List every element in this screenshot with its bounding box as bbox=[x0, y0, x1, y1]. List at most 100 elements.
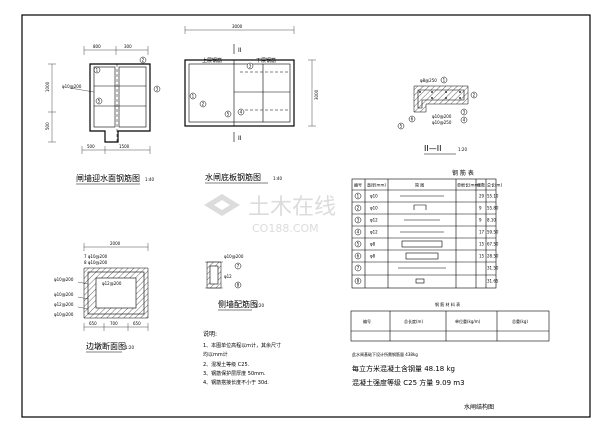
material-th-no: 编号 bbox=[363, 318, 371, 324]
rebar-row5-no: 5 bbox=[357, 242, 360, 247]
material-table-title: 钢 筋 材 料 表 bbox=[435, 301, 460, 307]
front-bubble-5: 5 bbox=[98, 99, 101, 104]
rebar-th-count: 根数 bbox=[477, 182, 485, 188]
rebar-row6-no: 6 bbox=[357, 254, 360, 259]
pier-dim-bottom-c: 650 bbox=[133, 321, 141, 326]
pier-rebar-left-4: φ10@200 bbox=[54, 312, 74, 317]
rebar-th-dia: 直径(mm) bbox=[367, 182, 386, 188]
front-bubble-2: 2 bbox=[142, 58, 145, 63]
section-bubble-2: 2 bbox=[473, 93, 476, 98]
pier-rebar-left-2: φ10@200 bbox=[54, 292, 74, 297]
wing-rebar-2: φ12 bbox=[224, 274, 232, 279]
section-view: φ8@250 φ10@200 φ10@250 1 2 3 4 5 6 II—II… bbox=[397, 76, 478, 155]
rebar-row4-no: 4 bbox=[357, 230, 360, 235]
front-title: 闸墙迎水面钢筋图 bbox=[76, 173, 140, 183]
pier-rebar-8: 8 φ10@200 bbox=[84, 260, 108, 265]
section-bubble-4: 4 bbox=[463, 118, 466, 123]
section-concrete bbox=[413, 85, 469, 113]
rebar-row6-dia: φ8 bbox=[370, 254, 376, 259]
sheet-title: 水闸结构图 bbox=[464, 403, 494, 411]
base-bubble-2: 2 bbox=[202, 102, 205, 107]
rebar-row5-dia: φ8 bbox=[370, 242, 376, 247]
rebar-row8-total: 31.65 bbox=[487, 279, 499, 284]
base-label-lower: 下层钢筋 bbox=[256, 57, 276, 64]
front-view: 800 300 1000 500 500 1500 φ10@200 1 2 3 … bbox=[45, 44, 161, 185]
pier-rebar-left-1: φ10@200 bbox=[54, 277, 74, 282]
rebar-row6-count: 15 bbox=[479, 254, 485, 259]
rebar-row4-count: 17 bbox=[479, 230, 485, 235]
section-scale: 1:20 bbox=[458, 147, 467, 152]
base-section-mark-bottom: II bbox=[238, 135, 242, 142]
rebar-row3-no: 3 bbox=[357, 218, 360, 223]
section-rebar-3: φ10@250 bbox=[432, 120, 452, 125]
base-title: 水闸底板钢筋图 bbox=[205, 172, 261, 182]
pier-rebar-left-3: φ12@200 bbox=[54, 302, 74, 307]
notes-heading: 说明: bbox=[203, 330, 217, 338]
base-outline bbox=[184, 59, 295, 127]
base-label-upper: 上层钢筋 bbox=[202, 57, 222, 64]
section-bubble-1: 1 bbox=[443, 78, 446, 83]
rebar-th-total: 总长(m) bbox=[487, 182, 502, 188]
pier-dim-top: 2000 bbox=[110, 241, 121, 246]
wing-scale: 1:20 bbox=[255, 303, 264, 308]
base-bubble-5: 5 bbox=[227, 112, 230, 117]
rebar-row2-no: 2 bbox=[357, 206, 360, 211]
pier-dim-bottom-b: 700 bbox=[110, 321, 118, 326]
material-th-unit: 单位重(kg/m) bbox=[455, 318, 481, 324]
rebar-row3-count: 9 bbox=[479, 218, 482, 223]
rebar-th-sketch: 简 图 bbox=[415, 182, 424, 188]
base-bubble-3: 3 bbox=[249, 64, 252, 69]
material-th-weight: 总重(kg) bbox=[512, 318, 528, 324]
rebar-row4-total: 59.50 bbox=[487, 230, 499, 235]
rebar-row6-total: 28.50 bbox=[487, 254, 499, 259]
summary: 此水闸基础下设计所需钢筋量 438kg 每立方米混凝土含钢量 48.18 kg … bbox=[352, 351, 494, 411]
rebar-row7-no: 7 bbox=[357, 266, 360, 271]
front-dim-side-a: 1000 bbox=[45, 81, 50, 92]
wing-bubble-8: 8 bbox=[237, 283, 240, 288]
front-scale: 1:40 bbox=[145, 177, 154, 182]
rebar-row1-no: 1 bbox=[357, 194, 360, 199]
front-rebar-left: φ10@200 bbox=[62, 84, 82, 89]
wing-rebar-1: φ10@200 bbox=[224, 254, 244, 259]
section-bubble-6: 6 bbox=[411, 117, 414, 122]
rebar-row3-total: 8.10 bbox=[487, 218, 496, 223]
watermark-brand: 土木在线 bbox=[248, 195, 336, 220]
base-view: 3000 II II 上层钢筋 下层钢筋 3000 1 2 3 4 5 水闸底板… bbox=[184, 24, 319, 184]
rebar-row7-total: 31.50 bbox=[487, 266, 499, 271]
base-dim-top: 3000 bbox=[232, 24, 243, 29]
rebar-row2-dia: φ10 bbox=[370, 206, 378, 211]
material-table: 钢 筋 材 料 表 编号 总长度(m) 单位重(kg/m) 总重(kg) bbox=[350, 301, 550, 342]
rebar-row2-count: 9 bbox=[479, 206, 482, 211]
section-bubble-5: 5 bbox=[400, 124, 403, 129]
notes-line-2: 均以mm计 bbox=[203, 351, 228, 358]
rebar-table: 钢 筋 表 编号 直径(mm) 简 图 单根长(mm) 根数 总长(m) 1 φ… bbox=[351, 169, 502, 289]
front-bubble-1: 1 bbox=[96, 68, 99, 73]
front-dim-bottom-right: 1500 bbox=[119, 144, 130, 149]
rebar-table-title: 钢 筋 表 bbox=[452, 169, 474, 177]
sheet-border bbox=[21, 14, 591, 418]
watermark-site: CO188.COM bbox=[252, 222, 319, 235]
base-section-mark-top: II bbox=[238, 47, 242, 54]
rebar-row1-dia: φ10 bbox=[370, 194, 378, 199]
base-dim-right: 3000 bbox=[314, 89, 319, 100]
material-th-len: 总长度(m) bbox=[404, 318, 423, 324]
base-scale: 1:40 bbox=[273, 176, 282, 181]
pier-rebar-inner: φ12@200 bbox=[102, 281, 122, 286]
wing-view: φ10@200 φ12 7 8 侧墙配筋图 1:20 bbox=[205, 254, 264, 311]
wing-bubble-7: 7 bbox=[237, 264, 240, 269]
rebar-row8-no: 8 bbox=[357, 279, 360, 284]
front-outline bbox=[89, 63, 151, 143]
front-bubble-3: 3 bbox=[156, 87, 159, 92]
section-title: II—II bbox=[424, 144, 441, 153]
rebar-row3-dia: φ12 bbox=[370, 218, 378, 223]
notes-line-5: 4、钢筋搭接长度不小于 30d. bbox=[203, 379, 269, 386]
summary-line-1: 此水闸基础下设计所需钢筋量 438kg bbox=[352, 351, 418, 357]
pier-scale: 1:20 bbox=[125, 345, 134, 350]
pier-dim-bottom-a: 650 bbox=[89, 321, 97, 326]
base-bubble-1: 1 bbox=[192, 94, 195, 99]
pier-rebar-7: 7 φ10@200 bbox=[84, 254, 108, 259]
summary-line-2: 每立方米混凝土含钢量 48.18 kg bbox=[352, 364, 455, 373]
rebar-row4-dia: φ12 bbox=[370, 230, 378, 235]
pier-view: 2000 7 φ10@200 8 φ10@200 φ12@200 φ10@200… bbox=[54, 241, 149, 353]
